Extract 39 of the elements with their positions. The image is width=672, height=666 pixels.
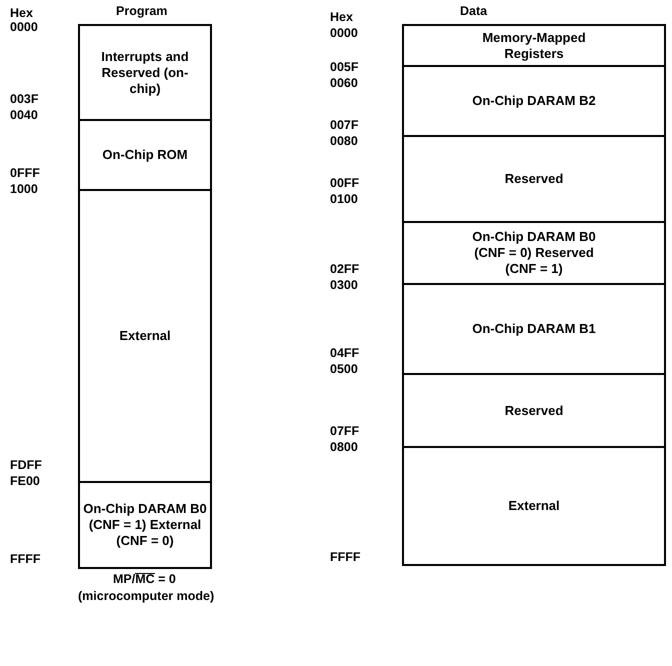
address-label: 0000: [330, 26, 358, 40]
address-label: FE00: [10, 474, 40, 488]
address-label: 0040: [10, 108, 38, 122]
address-label: 04FF: [330, 346, 360, 360]
address-label: 1000: [10, 182, 38, 196]
memory-region-label: Reserved: [504, 402, 564, 418]
address-label: 0800: [330, 440, 358, 454]
memory-region-label: On-Chip DARAM B0 (CNF = 1) External (CNF = 0): [82, 501, 208, 549]
memory-region-label: Reserved: [504, 171, 564, 187]
mode-note: MP/MC = 0: [113, 572, 176, 586]
mode-note: (microcomputer mode): [78, 589, 214, 603]
address-label: 0300: [330, 278, 358, 292]
address-label: 003F: [10, 92, 38, 106]
address-label: 007F: [330, 118, 358, 132]
address-label: 0500: [330, 362, 358, 376]
address-label: FFFF: [10, 552, 41, 566]
memory-region-label: Interrupts and Reserved (on-chip): [100, 48, 190, 96]
address-label: 0FFF: [10, 166, 40, 180]
address-label: 00FF: [330, 176, 360, 190]
memory-region-label: Memory-Mapped Registers: [481, 30, 587, 62]
memory-region-label: On-Chip ROM: [101, 147, 189, 163]
memory-region-label: On-Chip DARAM B2: [471, 93, 597, 109]
memory-region-label: On-Chip DARAM B0 (CNF = 0) Reserved (CNF = 1): [471, 229, 597, 277]
column-heading: Hex: [330, 10, 353, 24]
memory-region-label: External: [507, 498, 561, 514]
address-label: 0100: [330, 192, 358, 206]
address-label: FDFF: [10, 458, 42, 472]
address-label: 005F: [330, 60, 358, 74]
memory-region-label: On-Chip DARAM B1: [471, 321, 597, 337]
column-heading: Program: [116, 4, 168, 18]
address-label: 02FF: [330, 262, 360, 276]
address-label: 07FF: [330, 424, 360, 438]
address-label: 0000: [10, 20, 38, 34]
address-label: 0080: [330, 134, 358, 148]
column-heading: Data: [460, 4, 488, 18]
address-label: 0060: [330, 76, 358, 90]
memory-region-label: External: [118, 328, 172, 344]
column-heading: Hex: [10, 6, 33, 20]
address-label: FFFF: [330, 550, 361, 564]
